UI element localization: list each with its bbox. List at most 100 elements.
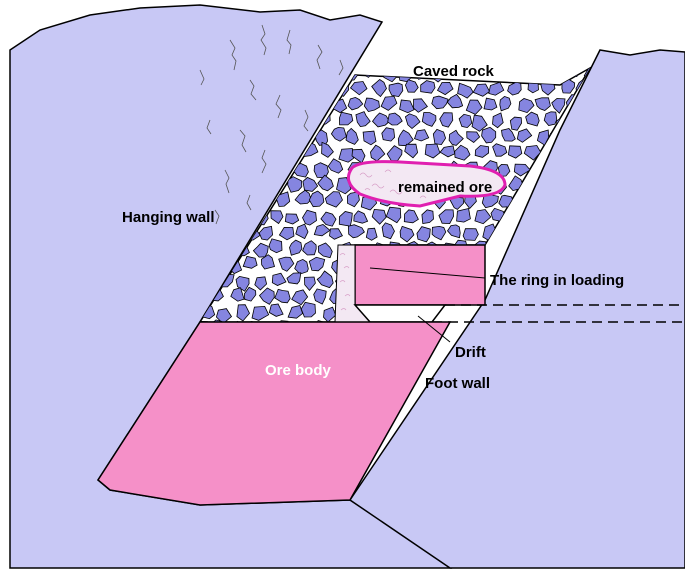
rock-chunk <box>448 129 464 146</box>
rock-chunk <box>291 289 309 306</box>
rock-chunk <box>466 131 481 144</box>
rock-chunk <box>381 222 395 240</box>
rock-chunk <box>397 129 414 147</box>
rock-chunk <box>268 303 284 317</box>
rock-chunk <box>329 228 343 240</box>
ring-leader-line <box>369 267 486 279</box>
rock-chunk <box>454 144 471 161</box>
rock-chunk <box>424 143 441 159</box>
rock-chunk <box>413 98 428 113</box>
rock-chunk <box>501 68 516 81</box>
caved-rock-label: Caved rock <box>413 63 495 80</box>
rock-chunk <box>355 111 371 128</box>
rock-chunk <box>431 225 447 241</box>
rock-chunk <box>308 256 326 272</box>
remained-ore-label: remained ore <box>398 179 492 196</box>
rock-chunk <box>492 143 508 157</box>
rock-chunk <box>316 270 334 289</box>
rock-chunk <box>236 304 250 322</box>
rock-chunk <box>321 141 334 158</box>
rock-chunk <box>462 228 479 241</box>
rock-chunk <box>432 128 447 146</box>
rock-chunk <box>561 78 576 94</box>
rock-chunk <box>347 96 364 111</box>
drift-dashed-extension <box>432 304 685 323</box>
rock-chunk <box>438 209 455 225</box>
rock-chunk <box>294 189 312 205</box>
rock-chunk <box>436 81 454 96</box>
rock-chunk <box>516 128 533 143</box>
rock-chunk <box>258 225 274 241</box>
rock-chunk <box>215 308 233 322</box>
rock-chunk <box>488 240 502 256</box>
rock-chunk <box>351 148 366 164</box>
rock-chunk <box>284 213 300 225</box>
ore-body-region <box>97 321 452 506</box>
rock-chunk <box>242 255 258 269</box>
rock-chunk <box>533 68 549 79</box>
rock-chunk <box>302 176 319 192</box>
rock-chunk <box>439 112 454 128</box>
rock-chunk <box>268 238 283 254</box>
rock-chunk <box>399 99 415 114</box>
rock-chunk <box>404 113 421 130</box>
drift-leader-line <box>417 315 451 343</box>
rock-chunk <box>287 176 303 193</box>
rock-chunk <box>251 305 270 321</box>
rock-chunk <box>420 80 436 94</box>
rock-chunk <box>278 226 295 241</box>
rock-chunk <box>534 97 551 111</box>
rock-chunk <box>308 190 325 208</box>
rock-chunk <box>260 254 275 270</box>
rock-chunk <box>472 83 491 97</box>
rock-chunk <box>456 208 471 223</box>
foot-wall-label: Foot wall <box>425 375 490 392</box>
rock-chunk <box>431 95 449 110</box>
rock-chunk <box>302 240 317 256</box>
rock-chunk <box>365 227 378 241</box>
rock-chunk <box>527 79 539 94</box>
rock-chunk <box>483 97 498 111</box>
rock-chunk <box>302 209 317 226</box>
rock-chunk <box>317 242 333 259</box>
rock-chunk <box>488 81 505 96</box>
rock-chunk <box>507 81 522 96</box>
ring-in-loading-label: The ring in loading <box>490 272 624 289</box>
rock-chunk <box>252 242 269 258</box>
remained-ore-lens <box>346 160 507 208</box>
rock-chunk <box>547 68 564 80</box>
rock-chunk <box>323 306 337 322</box>
rock-chunk <box>399 225 415 243</box>
rock-chunk <box>278 256 295 272</box>
rock-chunk <box>551 98 566 114</box>
remained-ore-speckles <box>359 169 452 199</box>
rock-chunk <box>271 272 287 286</box>
rock-chunk <box>295 223 309 240</box>
rock-chunk <box>294 258 309 275</box>
rock-chunk <box>289 239 303 256</box>
rock-chunk <box>371 208 387 225</box>
rock-chunk <box>274 288 291 304</box>
hanging-wall-label: Hanging wall <box>122 209 215 226</box>
rock-chunk <box>362 130 377 146</box>
rock-chunk <box>404 143 419 159</box>
rock-chunk <box>458 113 473 129</box>
rock-chunk <box>371 78 387 98</box>
rock-chunk <box>324 191 343 208</box>
rock-chunk <box>403 209 419 224</box>
rock-chunk <box>317 174 334 192</box>
rock-chunk <box>327 158 344 174</box>
rock-chunk <box>416 226 431 243</box>
rock-chunk <box>270 210 284 225</box>
rock-chunk <box>258 287 275 305</box>
rock-chunk <box>330 126 347 142</box>
ore-body-label: Ore body <box>265 362 332 379</box>
rock-chunk <box>481 194 499 209</box>
foot-wall-region <box>348 49 685 569</box>
rock-chunk <box>380 95 398 111</box>
rock-chunk <box>465 99 483 115</box>
rock-chunk <box>387 112 403 126</box>
rock-chunk <box>492 112 504 129</box>
rock-chunk <box>230 287 245 302</box>
